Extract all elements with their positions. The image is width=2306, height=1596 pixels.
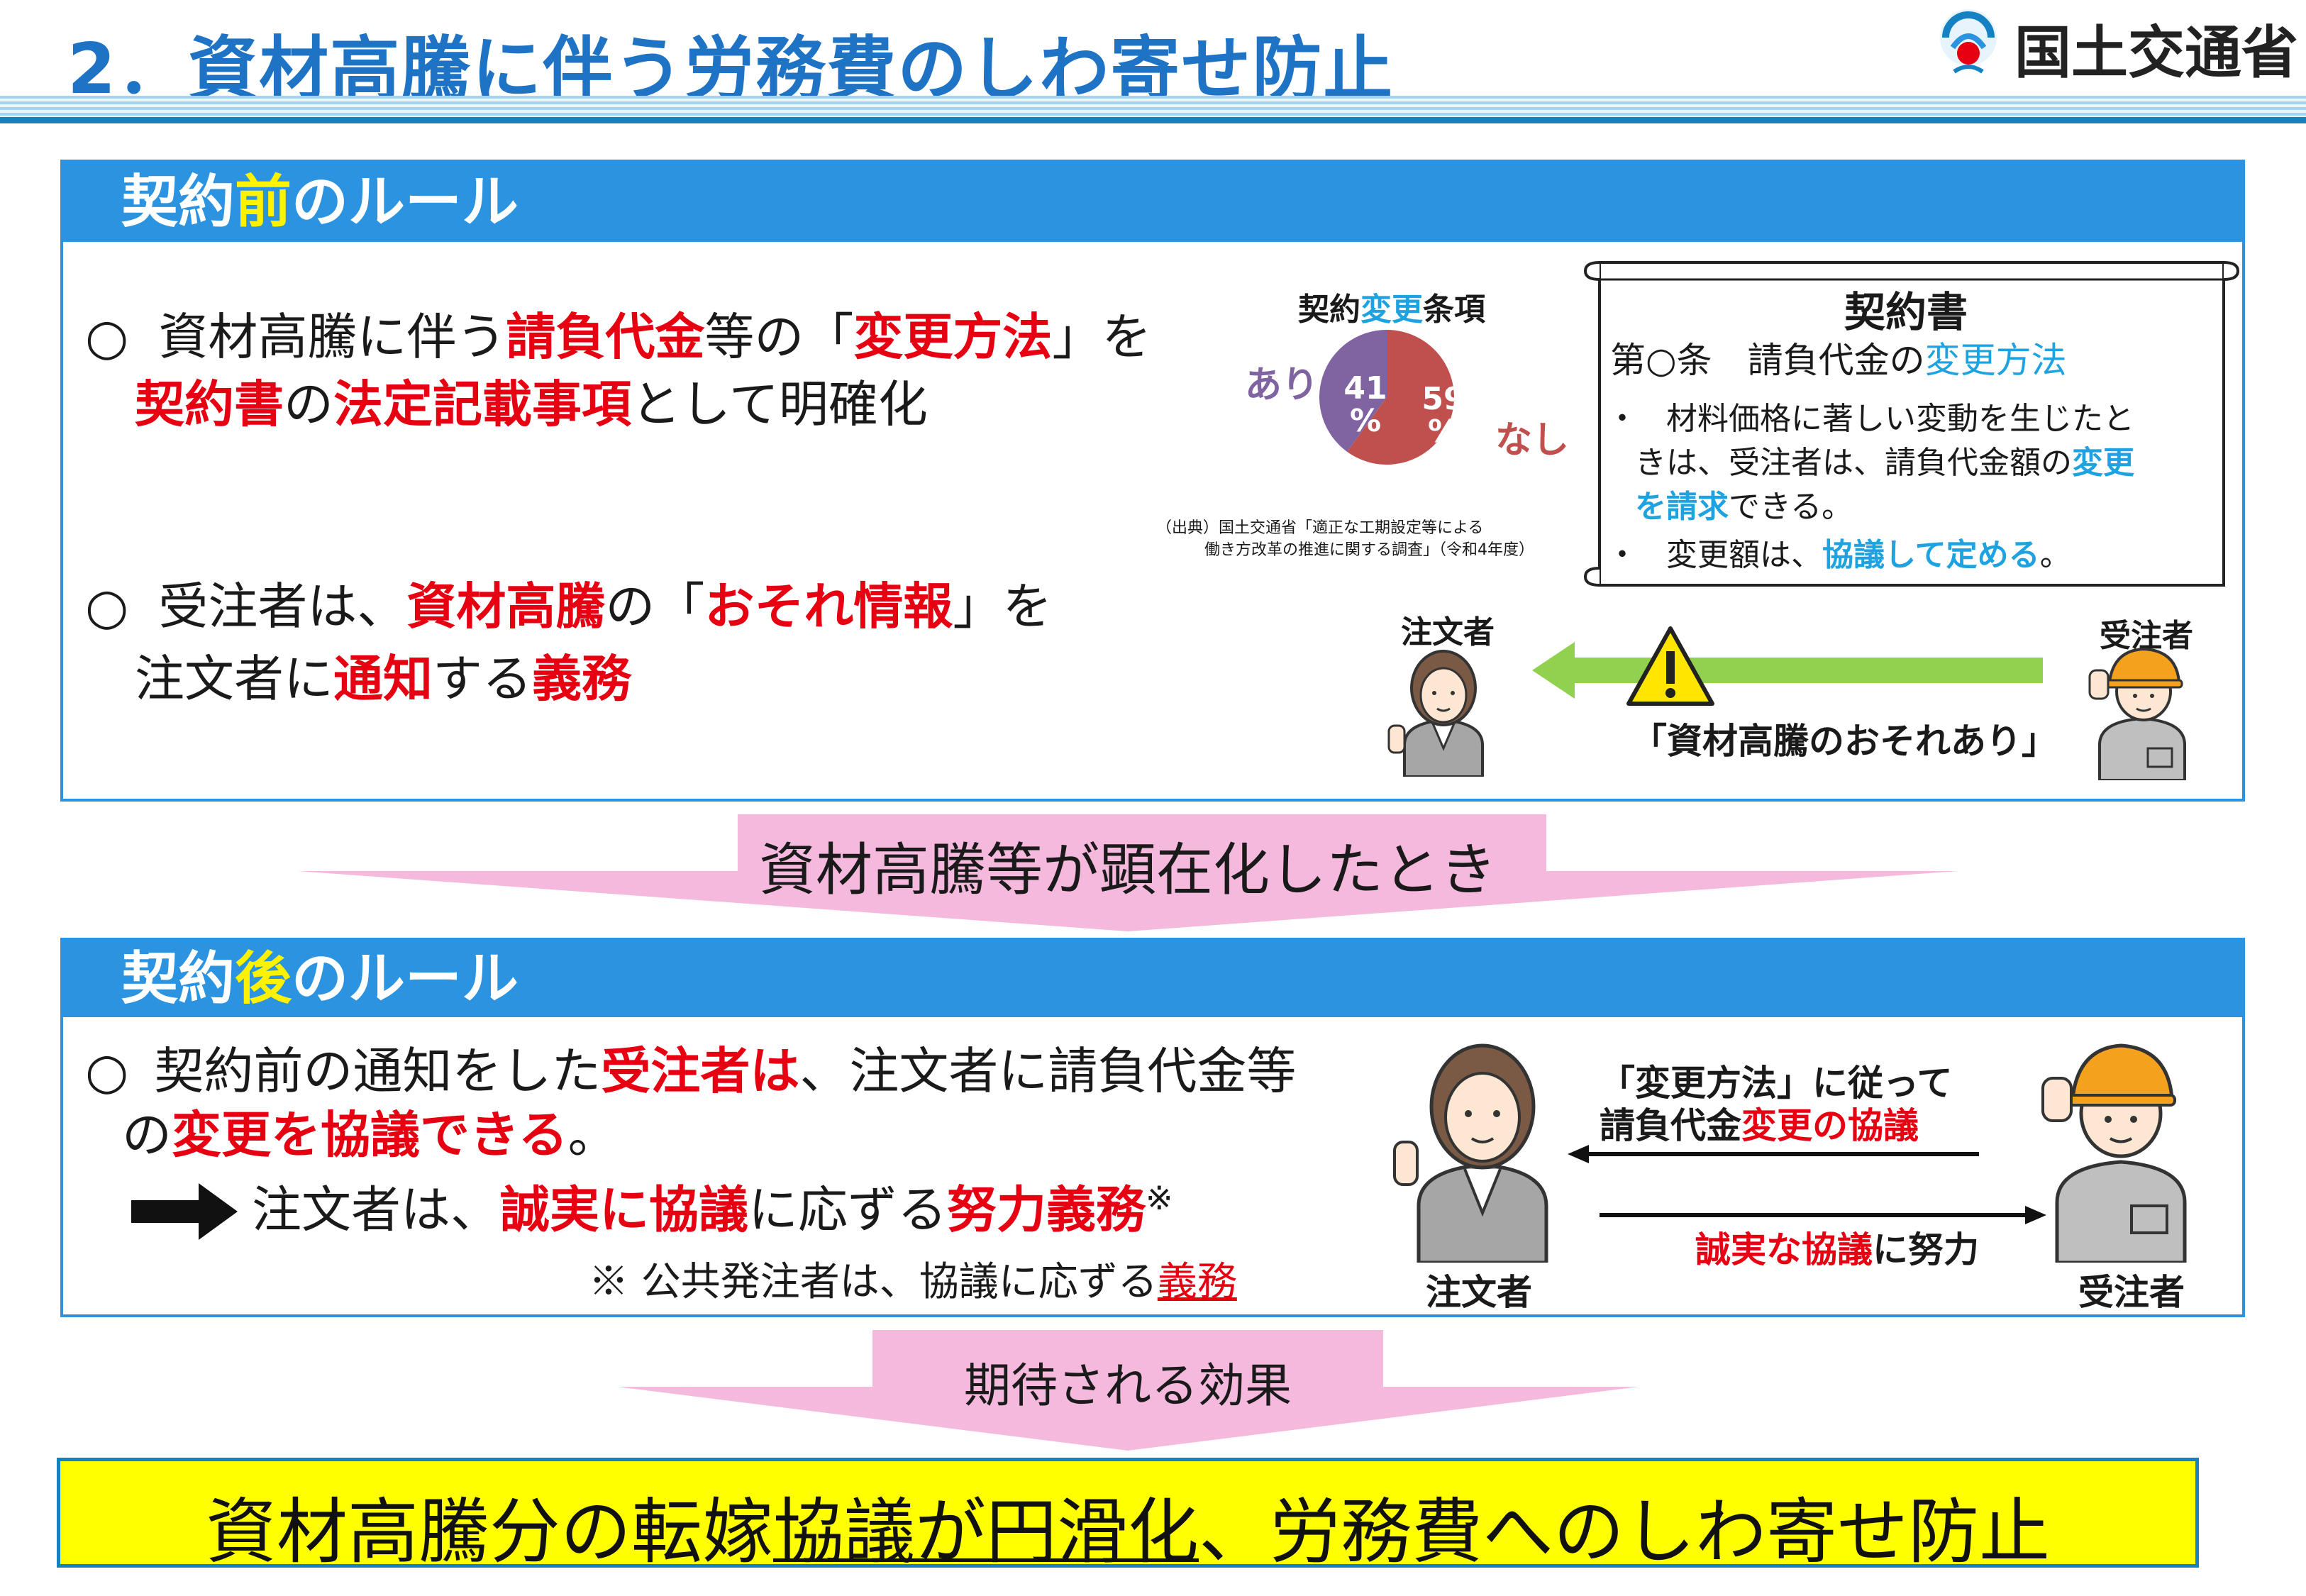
pie-pct-no: 59%: [1421, 381, 1465, 450]
after-item-2: 注文者は、誠実に協議に応ずる努力義務※: [252, 1179, 1173, 1239]
contract-bullet-1: ・材料価格に著しい変動を生じたと きは、受注者は、請負代金額の変更 を請求できる…: [1607, 401, 2134, 573]
orderer-figure-after: [1393, 1043, 1548, 1263]
after-item-1-cont: の変更を協議できる。: [122, 1106, 618, 1164]
pie-slice-no: [1347, 330, 1454, 465]
pie-label-yes: あり: [1245, 364, 1319, 406]
before-item-2-cont: 注文者に通知する義務: [135, 650, 631, 708]
good-faith-arrow: [1600, 1206, 2046, 1224]
before-panel-heading: 契約前のルール: [63, 162, 2242, 242]
ministry-logo: [1940, 9, 1997, 74]
good-faith-label: 誠実な協議に努力: [1695, 1229, 1979, 1270]
contractor-figure-after: [2041, 1043, 2187, 1263]
transition-arrow-2: [617, 1330, 1639, 1451]
before-key: 前: [235, 169, 292, 235]
orderer-figure-before: [1387, 650, 1484, 777]
after-panel-heading: 契約後のルール: [63, 941, 2242, 1017]
before-item-2: ○ 受注者は、資材高騰の「おそれ情報」を: [85, 577, 1053, 636]
after-contract-panel: 契約後のルール: [60, 938, 2245, 1317]
expected-effect-text: 資材高騰分の転嫁協議が円滑化、労務費へのしわ寄せ防止: [206, 1490, 2050, 1573]
orderer-label-after: 注文者: [1426, 1272, 1532, 1313]
pie-label-no: なし: [1495, 419, 1570, 462]
pie-title: 契約変更条項: [1298, 292, 1485, 328]
pie-pct-yes: 41%: [1343, 370, 1387, 440]
right-arrow-icon: [131, 1183, 238, 1240]
contract-title: 契約書: [1844, 288, 1968, 336]
mlit-emblem-icon: [1940, 9, 1997, 74]
warning-icon: [1626, 626, 1714, 706]
negotiation-request-arrow: [1568, 1145, 1979, 1163]
ministry-name: 国土交通省: [2014, 20, 2298, 86]
header-line: [0, 117, 2306, 123]
before-item-1: ○ 資材高騰に伴う請負代金等の「変更方法」を: [85, 308, 1152, 366]
after-note: ※ 公共発注者は、協議に応ずる義務: [589, 1259, 1237, 1305]
transition-1-text: 資材高騰等が顕在化したとき: [759, 837, 1497, 903]
after-item-1: ○ 契約前の通知をした受注者は、注文者に請負代金等: [85, 1042, 1297, 1100]
orderer-label-before: 注文者: [1401, 614, 1495, 650]
expected-effect-box: 資材高騰分の転嫁協議が円滑化、労務費へのしわ寄せ防止: [57, 1458, 2199, 1573]
contractor-figure-before: [2088, 647, 2186, 780]
contract-change-pie-chart: [1319, 330, 1454, 465]
before-item-1-cont: 契約書の法定記載事項として明確化: [135, 375, 928, 433]
pie-source: （出典）国土交通省「適正な工期設定等による 働き方改革の推進に関する調査」（令和…: [1156, 519, 1534, 559]
after-key: 後: [235, 946, 292, 1012]
contract-clause: 第○条 請負代金の変更方法: [1610, 340, 2067, 381]
negotiation-request-label: 「変更方法」に従って 請負代金変更の協議: [1600, 1063, 1953, 1146]
transition-2-text: 期待される効果: [964, 1358, 1292, 1413]
warning-text: 「資材高騰のおそれあり」: [1631, 721, 2057, 762]
contract-scroll-frame: [1583, 261, 2240, 587]
pie-slice-yes: [1319, 330, 1387, 452]
transition-arrow-1: [298, 814, 1958, 931]
header-band: [0, 96, 2306, 117]
contractor-label-after: 受注者: [2078, 1272, 2185, 1313]
warning-arrow-left: [1532, 642, 2043, 699]
